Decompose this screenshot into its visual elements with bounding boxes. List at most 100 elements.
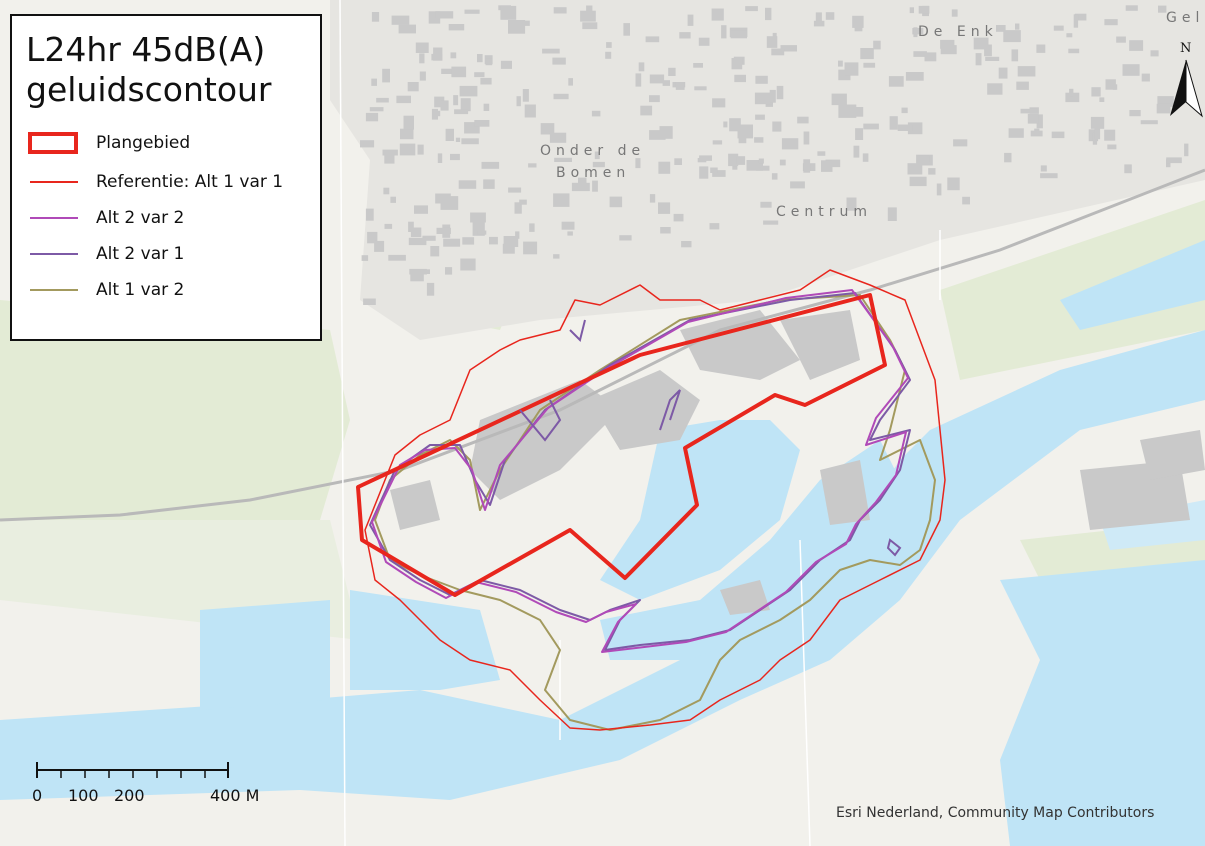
building bbox=[410, 270, 424, 282]
building bbox=[712, 98, 726, 108]
building bbox=[451, 66, 467, 78]
building bbox=[1030, 130, 1043, 137]
building bbox=[662, 80, 670, 86]
building bbox=[797, 116, 809, 124]
building bbox=[998, 67, 1008, 79]
building bbox=[962, 196, 970, 205]
building bbox=[1036, 114, 1043, 129]
building bbox=[522, 89, 529, 102]
building bbox=[887, 207, 897, 221]
building bbox=[515, 231, 520, 239]
building bbox=[905, 72, 924, 81]
building bbox=[382, 68, 390, 83]
place-label-gel: Gel bbox=[1166, 10, 1204, 26]
building bbox=[901, 107, 908, 114]
building bbox=[519, 199, 527, 205]
building bbox=[503, 236, 519, 247]
building bbox=[712, 140, 723, 145]
building bbox=[975, 53, 982, 66]
building bbox=[516, 96, 521, 107]
place-label-onder-de: Onder de bbox=[540, 143, 645, 159]
building bbox=[549, 132, 567, 143]
building bbox=[803, 131, 810, 145]
building bbox=[1107, 144, 1117, 150]
building bbox=[723, 121, 728, 128]
building bbox=[435, 11, 454, 19]
building bbox=[462, 237, 475, 245]
building bbox=[668, 67, 676, 76]
legend-item-alt2var1: Alt 2 var 1 bbox=[26, 242, 184, 266]
building bbox=[1090, 116, 1105, 129]
building bbox=[433, 47, 443, 61]
building bbox=[417, 144, 424, 155]
building bbox=[561, 221, 575, 230]
building bbox=[709, 223, 720, 230]
building bbox=[398, 24, 416, 34]
building bbox=[477, 230, 487, 235]
building bbox=[649, 194, 656, 203]
building bbox=[431, 108, 438, 120]
building bbox=[529, 223, 535, 232]
building bbox=[553, 254, 560, 259]
building bbox=[846, 197, 857, 211]
building bbox=[736, 156, 746, 165]
north-letter: N bbox=[1180, 41, 1191, 56]
building bbox=[483, 103, 490, 111]
building bbox=[374, 240, 385, 252]
building bbox=[369, 107, 384, 112]
scale-bar bbox=[30, 756, 270, 806]
building bbox=[1004, 152, 1012, 163]
building bbox=[361, 255, 369, 261]
building bbox=[710, 167, 718, 173]
building bbox=[365, 112, 379, 122]
building bbox=[1094, 127, 1101, 140]
building bbox=[675, 82, 685, 90]
building bbox=[553, 93, 569, 100]
building bbox=[460, 98, 471, 112]
building bbox=[483, 179, 495, 189]
building bbox=[1184, 143, 1189, 157]
building bbox=[552, 57, 566, 65]
building bbox=[1065, 92, 1080, 103]
building bbox=[407, 82, 419, 92]
building bbox=[640, 105, 653, 116]
building bbox=[428, 11, 441, 24]
scale-label-200: 200 bbox=[114, 786, 145, 805]
building bbox=[996, 25, 1006, 32]
building bbox=[940, 45, 957, 55]
building bbox=[1129, 40, 1144, 51]
building bbox=[422, 235, 436, 241]
building bbox=[1099, 97, 1105, 102]
building bbox=[635, 158, 641, 169]
building bbox=[606, 42, 612, 48]
building bbox=[947, 177, 960, 191]
building bbox=[470, 212, 486, 223]
building bbox=[623, 23, 630, 36]
building bbox=[658, 161, 671, 174]
building bbox=[1020, 108, 1038, 114]
building bbox=[813, 20, 825, 27]
building bbox=[485, 58, 493, 66]
building bbox=[1068, 48, 1080, 54]
building bbox=[909, 176, 927, 187]
building bbox=[693, 63, 703, 68]
building bbox=[681, 241, 692, 248]
building bbox=[592, 161, 605, 168]
building bbox=[873, 40, 881, 50]
building bbox=[1129, 110, 1141, 117]
building bbox=[500, 5, 517, 20]
building bbox=[711, 8, 724, 21]
building bbox=[426, 282, 435, 296]
building bbox=[441, 68, 457, 74]
building bbox=[1091, 87, 1101, 97]
building bbox=[721, 25, 727, 39]
building bbox=[609, 196, 623, 208]
building bbox=[838, 60, 843, 67]
building bbox=[755, 75, 768, 84]
legend: L24hr 45dB(A) geluidscontour Plangebied … bbox=[10, 14, 322, 341]
building bbox=[594, 151, 600, 160]
building bbox=[687, 14, 694, 26]
building bbox=[737, 124, 753, 139]
building bbox=[1166, 157, 1182, 164]
